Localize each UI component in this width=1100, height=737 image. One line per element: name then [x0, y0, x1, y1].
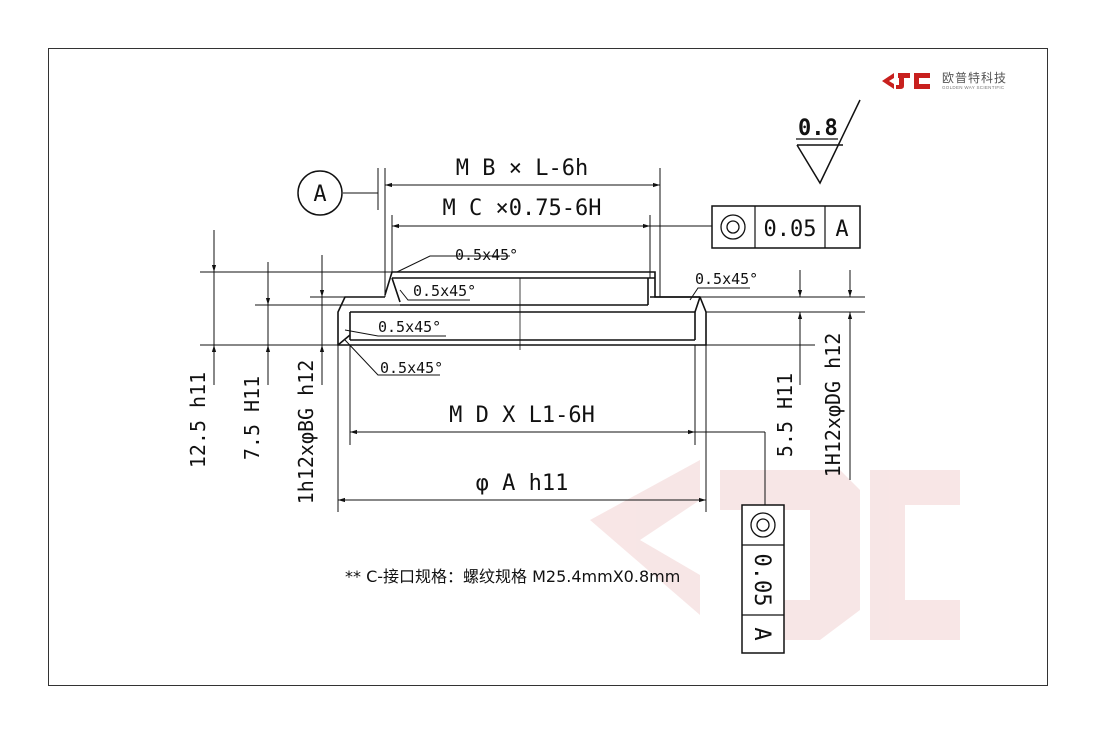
part-profile — [337, 271, 707, 350]
chamfer-labels: 0.5x45° 0.5x45° 0.5x45° 0.5x45° 0.5x45° — [378, 246, 758, 377]
chamfer-label: 0.5x45° — [695, 270, 758, 288]
fcf-datum: A — [749, 627, 774, 640]
brand-name-en: GOLDEN WAY SCIENTIFIC — [942, 84, 1005, 90]
chamfer-label: 0.5x45° — [378, 318, 441, 336]
dimension-labels: M B × L-6h M C ×0.75-6H M D X L1-6H φ A … — [186, 156, 845, 504]
concentricity-icon — [720, 214, 746, 240]
diameter-bg-label: 1h12xφBG h12 — [294, 360, 318, 505]
thread-inner-label: M C ×0.75-6H — [443, 196, 602, 221]
height-7-5-label: 7.5 H11 — [240, 376, 264, 460]
chamfer-leaders — [344, 255, 750, 376]
datum-label: A — [313, 182, 326, 207]
roughness-value: 0.8 — [798, 116, 838, 141]
fcf-tolerance: 0.05 — [749, 554, 774, 607]
brand-name-cn: 欧普特科技 — [942, 70, 1008, 85]
concentricity-icon — [750, 512, 776, 538]
brand-logo: 欧普特科技 GOLDEN WAY SCIENTIFIC — [880, 70, 1007, 92]
height-5-5-label: 5.5 H11 — [773, 373, 797, 457]
spec-note: ** C-接口规格：螺纹规格 M25.4mmX0.8mm — [345, 567, 680, 586]
thread-lower-label: M D X L1-6H — [449, 403, 595, 428]
datum-reference: A — [297, 170, 343, 216]
extension-lines — [200, 168, 865, 512]
datum-circle — [297, 170, 343, 216]
height-12-5-label: 12.5 h11 — [186, 372, 210, 468]
diameter-a-label: φ A h11 — [476, 471, 569, 496]
chamfer-label: 0.5x45° — [380, 359, 443, 377]
thread-outer-label: M B × L-6h — [456, 156, 588, 181]
fcf-tolerance: 0.05 — [764, 217, 817, 242]
fcf-bottom: 0.05 A — [741, 504, 785, 654]
fcf-right: 0.05 A — [711, 205, 861, 249]
brand-mark-icon — [882, 73, 930, 89]
diameter-dg-label: 1H12xφDG h12 — [821, 333, 845, 478]
chamfer-label: 0.5x45° — [455, 246, 518, 264]
fcf-datum: A — [835, 217, 848, 242]
dimension-lines — [211, 182, 853, 505]
surface-roughness: 0.8 — [796, 99, 861, 185]
chamfer-label: 0.5x45° — [413, 282, 476, 300]
drawing-frame — [48, 48, 1048, 686]
